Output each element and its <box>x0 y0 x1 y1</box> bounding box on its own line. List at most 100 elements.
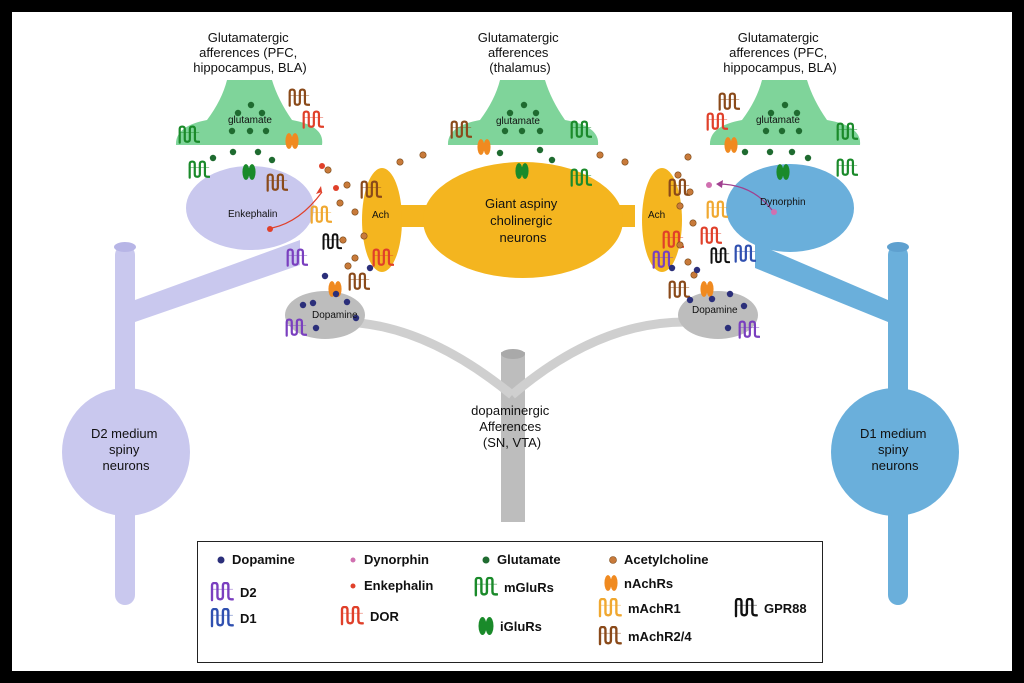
glutamate-label-right: glutamate <box>756 115 800 126</box>
enkephalin-arrow <box>271 191 323 229</box>
glut-right-line: Glutamatergic <box>738 30 819 45</box>
d1-neuron-line: neurons <box>872 458 919 473</box>
giant-line: cholinergic <box>490 213 553 228</box>
dopamine-label-right: Dopamine <box>692 305 738 316</box>
dopaminergic-line: (SN, VTA) <box>483 435 541 450</box>
ach-label-left: Ach <box>372 210 389 221</box>
machr24-receptor-icon <box>348 272 370 291</box>
gpr88-receptor-icon <box>322 233 342 251</box>
d2-receptor-icon <box>210 582 234 602</box>
enkephalin-dot-icon <box>350 583 356 588</box>
mglur-receptor-icon <box>188 160 210 179</box>
legend-machr1: mAchR1 <box>598 598 681 618</box>
glut-center-line: afferences <box>488 45 549 60</box>
dynorphin-arrow <box>717 183 773 211</box>
legend-machr24-label: mAchR2/4 <box>628 628 692 644</box>
d1-receptor-icon <box>734 244 756 263</box>
legend-dor-label: DOR <box>370 608 399 624</box>
cholinergic-neuron <box>362 162 682 278</box>
legend-dynorphin-label: Dynorphin <box>364 552 429 567</box>
machr1-receptor-icon <box>706 200 728 219</box>
legend-machr1-label: mAchR1 <box>628 600 681 616</box>
legend-mglurs-label: mGluRs <box>504 579 554 595</box>
dopaminergic-line: dopaminergic <box>471 403 550 418</box>
dopaminergic-line: Afferences <box>479 419 541 434</box>
legend-mglurs: mGluRs <box>474 576 554 598</box>
gpr88-receptor-icon <box>734 598 758 618</box>
d2-neuron-label: D2 medium spiny neurons <box>91 426 161 473</box>
machr24-receptor-icon <box>668 280 690 299</box>
legend-iglurs-label: iGluRs <box>500 618 542 634</box>
glutamate-label-center: glutamate <box>496 116 540 127</box>
glutamate-dot-icon <box>482 556 490 563</box>
dopamine-label-left: Dopamine <box>312 310 358 321</box>
mglur-receptor-icon <box>836 158 858 177</box>
glut-left-line: Glutamatergic <box>208 30 289 45</box>
glut-right-line: afferences (PFC, <box>729 45 827 60</box>
glutamatergic-terminals <box>175 80 861 145</box>
d1-neuron-line: D1 medium <box>860 426 926 441</box>
dopaminergic-label: dopaminergic Afferences (SN, VTA) <box>471 403 553 450</box>
dynorphin-label: Dynorphin <box>760 197 806 208</box>
dor-receptor-icon <box>706 112 728 131</box>
ach-label-right: Ach <box>648 210 665 221</box>
giant-label: Giant aspiny cholinergic neurons <box>485 196 561 245</box>
dor-receptor-icon <box>700 226 722 245</box>
legend-dynorphin: Dynorphin <box>348 552 429 567</box>
glut-center-line: Glutamatergic <box>478 30 559 45</box>
glut-right-line: hippocampus, BLA) <box>723 60 836 75</box>
legend-dor: DOR <box>340 606 399 626</box>
diagram-svg: Glutamatergic afferences (PFC, hippocamp… <box>62 30 959 605</box>
legend-enkephalin: Enkephalin <box>348 578 433 593</box>
dynorphin-dots <box>706 182 777 215</box>
d2-neuron <box>62 166 314 605</box>
iglur-channel-icon <box>478 616 494 636</box>
dopamine-dots <box>299 264 748 332</box>
d1-neuron-label: D1 medium spiny neurons <box>860 426 930 473</box>
legend-glutamate: Glutamate <box>481 552 561 567</box>
legend-nachrs-label: nAchRs <box>624 575 674 591</box>
machr1-receptor-icon <box>598 598 622 618</box>
gpr88-receptor-icon <box>710 247 730 265</box>
legend-d2: D2 <box>210 582 257 602</box>
legend: Dopamine D2 D1 Dynorphin Enkephalin DOR … <box>197 541 823 663</box>
glut-left-line: hippocampus, BLA) <box>193 60 306 75</box>
diagram-labels: Glutamatergic afferences (PFC, hippocamp… <box>91 30 930 473</box>
d2-neuron-line: spiny <box>109 442 140 457</box>
enkephalin-dots <box>267 163 339 232</box>
machr24-receptor-icon <box>718 92 740 111</box>
dor-receptor-icon <box>340 606 364 626</box>
dynorphin-dot-icon <box>350 557 356 562</box>
acetylcholine-dots <box>324 151 698 279</box>
legend-nachrs: nAchRs <box>604 574 673 592</box>
dopamine-dot-icon <box>217 556 225 563</box>
neurotransmitter-dots <box>209 101 812 332</box>
legend-enkephalin-label: Enkephalin <box>364 578 434 593</box>
legend-d1-label: D1 <box>240 610 257 626</box>
glut-right-label: Glutamatergic afferences (PFC, hippocamp… <box>723 30 836 75</box>
legend-gpr88: GPR88 <box>734 598 807 618</box>
machr24-receptor-icon <box>288 88 310 107</box>
legend-acetylcholine: Acetylcholine <box>608 552 709 567</box>
glutamate-dots <box>209 101 812 164</box>
glut-left-line: afferences (PFC, <box>199 45 297 60</box>
enkephalin-label: Enkephalin <box>228 209 277 220</box>
legend-d2-label: D2 <box>240 584 257 600</box>
legend-d1: D1 <box>210 608 257 628</box>
legend-dopamine: Dopamine <box>216 552 295 567</box>
machr24-receptor-icon <box>598 626 622 646</box>
d1-receptor-icon <box>210 608 234 628</box>
d2-neuron-line: neurons <box>103 458 150 473</box>
acetylcholine-dot-icon <box>609 555 617 564</box>
d1-neuron <box>726 164 959 605</box>
legend-glutamate-label: Glutamate <box>497 552 561 567</box>
mglur-receptor-icon <box>474 576 498 598</box>
glutamate-label-left: glutamate <box>228 115 272 126</box>
legend-iglurs: iGluRs <box>478 616 542 636</box>
giant-line: Giant aspiny <box>485 196 558 211</box>
d2-neuron-line: D2 medium <box>91 426 157 441</box>
glut-left-label: Glutamatergic afferences (PFC, hippocamp… <box>193 30 306 75</box>
glut-center-label: Glutamatergic afferences (thalamus) <box>478 30 563 75</box>
nachr-channel-icon <box>604 574 618 592</box>
giant-line: neurons <box>500 230 547 245</box>
